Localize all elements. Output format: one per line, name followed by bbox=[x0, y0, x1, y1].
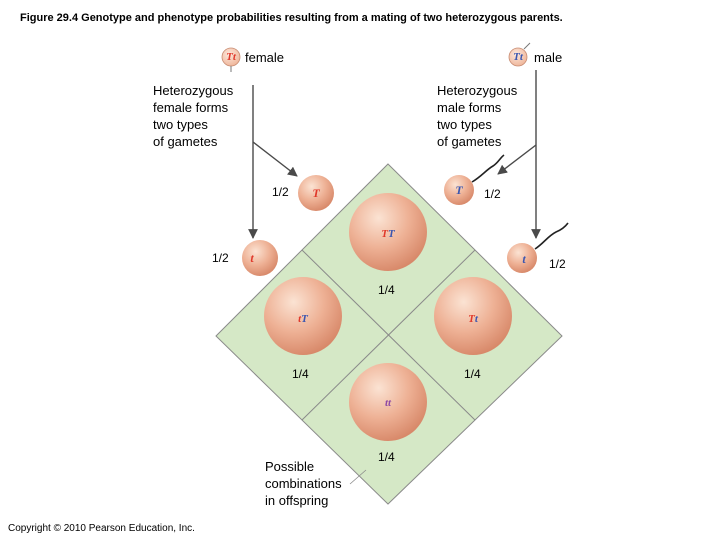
offspring-cell-Tt bbox=[434, 277, 512, 355]
sperm-allele-T: T bbox=[455, 182, 463, 197]
male-label: male bbox=[534, 50, 563, 65]
sperm-tail-t bbox=[534, 222, 569, 250]
egg-cell-t bbox=[242, 240, 278, 276]
figure-title: Figure 29.4 Genotype and phenotype proba… bbox=[20, 12, 563, 24]
offspring-caption: Possible combinations in offspring bbox=[265, 459, 342, 508]
sperm-cell-T bbox=[444, 175, 474, 205]
egg-allele-T: T bbox=[312, 185, 320, 200]
female-gametes-description: Heterozygous female forms two types of g… bbox=[153, 83, 234, 149]
prob-male-T: 1/2 bbox=[484, 187, 501, 201]
prob-male-t: 1/2 bbox=[549, 257, 566, 271]
egg-allele-t: t bbox=[250, 250, 254, 265]
prob-offspring-Tt: 1/4 bbox=[464, 367, 481, 381]
male-parent-cell bbox=[508, 47, 528, 67]
male-arrow-to-T bbox=[497, 144, 537, 175]
offspring-cell-TT bbox=[349, 193, 427, 271]
prob-offspring-tT: 1/4 bbox=[292, 367, 309, 381]
egg-cell-T bbox=[298, 175, 334, 211]
prob-female-t: 1/2 bbox=[212, 251, 229, 265]
male-gametes-description: Heterozygous male forms two types of gam… bbox=[437, 83, 518, 149]
prob-female-T: 1/2 bbox=[272, 185, 289, 199]
sperm-cell-t bbox=[507, 243, 537, 273]
offspring-cell-tT bbox=[264, 277, 342, 355]
offspring-cell-tt bbox=[349, 363, 427, 441]
prob-offspring-TT: 1/4 bbox=[378, 283, 395, 297]
sperm-allele-t: t bbox=[522, 251, 526, 266]
punnett-grid-line bbox=[301, 249, 476, 421]
caption-leader bbox=[349, 469, 367, 485]
sperm-tail-T bbox=[471, 154, 505, 183]
copyright-notice: Copyright © 2010 Pearson Education, Inc. bbox=[8, 523, 195, 534]
prob-offspring-tt: 1/4 bbox=[378, 450, 395, 464]
female-label: female bbox=[245, 50, 285, 65]
